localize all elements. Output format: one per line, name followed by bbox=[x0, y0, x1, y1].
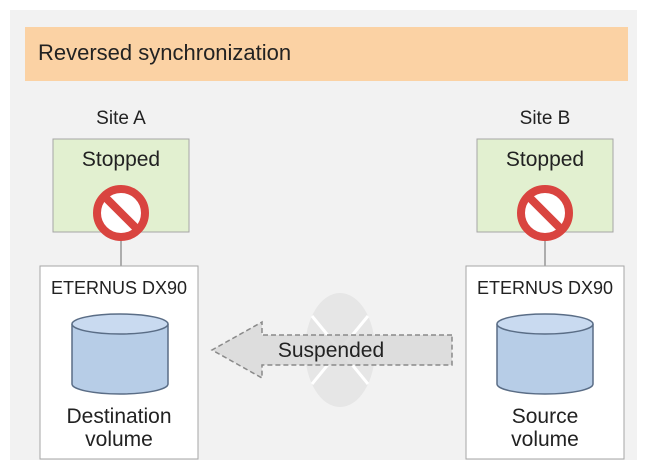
site-a-volume-label-line2: volume bbox=[85, 428, 153, 451]
site-b-device-name: ETERNUS DX90 bbox=[476, 278, 614, 298]
site-b-volume-label-line2: volume bbox=[511, 428, 579, 451]
site-a-volume-icon bbox=[71, 313, 169, 395]
site-b-volume-label-line1: Source bbox=[511, 405, 579, 428]
site-b-prohibited-icon bbox=[517, 185, 573, 241]
site-a-volume-label-line1: Destination bbox=[66, 405, 172, 428]
site-b-label: Site B bbox=[519, 108, 571, 129]
site-a-label: Site A bbox=[96, 108, 146, 129]
link-status-label: Suspended bbox=[277, 339, 385, 362]
reverse-sync-arrow bbox=[210, 320, 453, 380]
site-b-volume-icon bbox=[496, 313, 594, 395]
site-b-status-text: Stopped bbox=[505, 148, 585, 171]
site-a-device-name: ETERNUS DX90 bbox=[50, 278, 188, 298]
header-bar bbox=[25, 27, 628, 81]
site-a-prohibited-icon bbox=[93, 185, 149, 241]
site-a-status-text: Stopped bbox=[81, 148, 161, 171]
diagram-title: Reversed synchronization bbox=[38, 40, 292, 65]
